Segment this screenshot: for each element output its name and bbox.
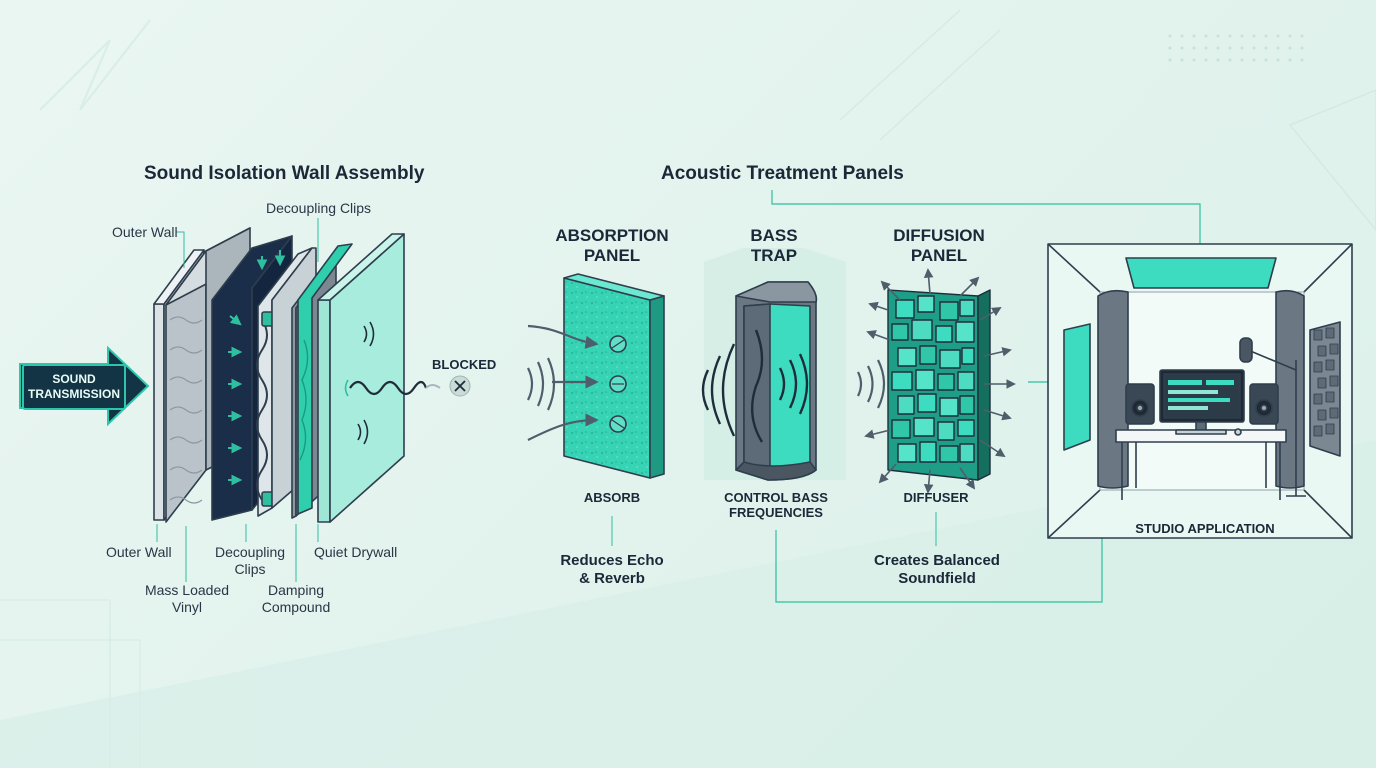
sound-arrows-inside	[228, 250, 286, 486]
studio-room	[1047, 243, 1353, 539]
bass-trap-waves	[701, 329, 809, 443]
quiet-drywall-layer	[317, 299, 331, 523]
title-to-studio-connector	[771, 190, 1204, 252]
squiggle-wave	[349, 380, 428, 396]
diffusion-panel-graphic	[887, 289, 991, 481]
diffusion-incoming-waves	[857, 359, 886, 409]
outer-wall-layer	[153, 303, 165, 521]
blocked-label: BLOCKED	[432, 357, 497, 372]
absorption-panel-title: ABSORPTION PANEL	[555, 226, 669, 265]
diffusion-panel-title: DIFFUSION PANEL	[893, 226, 985, 265]
diffusion-benefit: Creates Balanced Soundfield	[874, 552, 1000, 587]
damping-compound-layer	[297, 243, 353, 515]
background-decoration	[0, 9, 1376, 768]
drywall-sound-waves	[344, 321, 375, 445]
absorption-benefit: Reduces Echo & Reverb	[560, 552, 664, 587]
dot-grid-decoration	[1168, 34, 1304, 62]
diffusion-caption: DIFFUSER	[903, 490, 969, 505]
label-decoupling-clips: Decoupling Clips	[214, 544, 286, 577]
label-damping-compound: Damping Compound	[261, 582, 331, 615]
label-decoupling-clips-top: Decoupling Clips	[266, 200, 372, 216]
absorption-incoming-waves	[527, 324, 599, 441]
diffusion-scatter-arrows	[864, 268, 1016, 494]
label-outer-wall: Outer Wall	[106, 544, 172, 560]
treatment-title: Acoustic Treatment Panels	[661, 163, 904, 184]
label-outer-wall-top: Outer Wall	[112, 224, 178, 240]
absorption-panel-graphic	[563, 273, 665, 479]
studio-application-label: STUDIO APPLICATION	[1135, 521, 1275, 536]
label-quiet-drywall: Quiet Drywall	[314, 544, 398, 560]
wall-assembly	[153, 227, 405, 523]
bass-trap-title: BASS TRAP	[750, 226, 798, 265]
absorption-caption: ABSORB	[583, 490, 641, 505]
treatment-leader-lines	[611, 512, 937, 546]
isolation-leader-lines	[156, 218, 319, 582]
bass-trap-caption: CONTROL BASS FREQUENCIES	[724, 490, 828, 520]
isolation-title: Sound Isolation Wall Assembly	[144, 163, 425, 184]
bass-trap-graphic	[735, 281, 818, 481]
label-mass-loaded-vinyl: Mass Loaded Vinyl	[144, 582, 230, 615]
sound-transmission-label: SOUND TRANSMISSION	[22, 364, 126, 410]
